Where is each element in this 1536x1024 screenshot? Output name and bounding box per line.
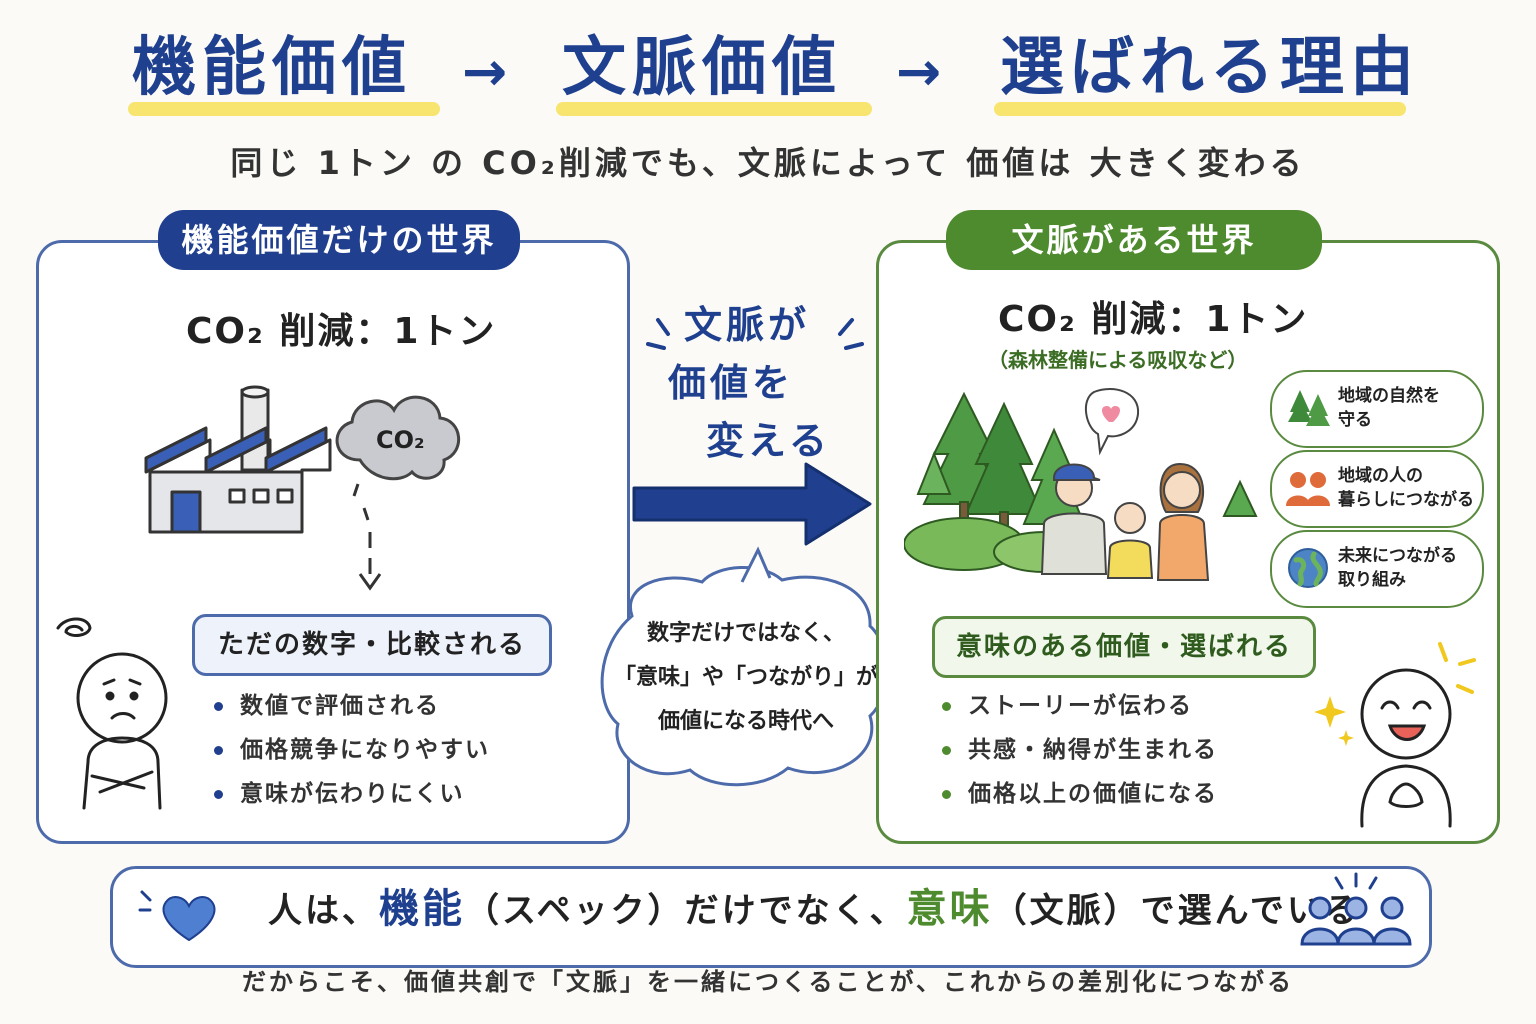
small-star-icon: [1338, 730, 1354, 746]
heart-bubble-icon: [1084, 388, 1140, 456]
center-headline-2: 価値を: [668, 361, 795, 405]
conclusion-mid2: （文脈）で選んでいる: [992, 891, 1361, 931]
bubble-line-3: 価値になる時代へ: [657, 709, 834, 734]
conclusion-pre: 人は、: [268, 891, 379, 931]
bubble-line-1: 数字だけではなく、: [646, 621, 845, 646]
dashed-arrow: [352, 483, 372, 574]
forest-note: （森林整備による吸収など）: [988, 348, 1248, 372]
group-illustration: [1300, 872, 1412, 946]
subtitle: 同じ 1トン の CO₂削減でも、文脈によって 価値は 大きく変わる: [230, 144, 1306, 182]
context-value-badge: 文脈がある世界: [946, 210, 1322, 270]
title-reason-chosen: 選ばれる理由: [1000, 31, 1420, 105]
title-highlight-2: [556, 102, 872, 116]
title-highlight-1: [128, 102, 440, 116]
family-icon: [1040, 462, 1210, 581]
conclusion-box: [110, 866, 1432, 968]
right-co2-line: CO₂ 削減：1トン: [998, 299, 1309, 340]
pill-future-action: 未来につながる 取り組み: [1270, 530, 1484, 608]
bullet-item: 価格以上の価値になる: [938, 772, 1218, 816]
co2-cloud-icon: [335, 395, 461, 481]
functional-bullets: 数値で評価される 価格競争になりやすい 意味が伝わりにくい: [210, 684, 490, 816]
title-highlight-3: [994, 102, 1406, 116]
happy-face-icon: [1360, 668, 1452, 828]
down-arrow-head: [358, 573, 382, 591]
title-arrow-2: →: [896, 40, 942, 103]
meaningful-value-label: 意味のある価値・選ばれる: [932, 616, 1316, 678]
bullet-item: 数値で評価される: [210, 684, 490, 728]
conclusion-mid1: （スペック）だけでなく、: [465, 891, 907, 931]
heart-illustration: [138, 890, 216, 942]
factory-icon: [144, 385, 332, 534]
conclusion-sub-text: だからこそ、価値共創で「文脈」を一緒につくることが、これからの差別化につながる: [227, 968, 1309, 996]
keyword-meaning: 意味: [906, 886, 993, 932]
center-headline-1: 文脈が: [684, 303, 811, 347]
forest-community-illustration: [904, 388, 1258, 581]
pill-protect-nature: 地域の自然を 守る: [1270, 370, 1484, 448]
happy-person-illustration: [1314, 642, 1476, 828]
big-arrow: [632, 462, 872, 546]
title-functional-value: 機能価値: [132, 31, 412, 105]
trees-icon: [1288, 390, 1330, 426]
right-arrow-icon: [632, 462, 872, 546]
just-numbers-label: ただの数字・比較される: [192, 614, 552, 676]
pill-text: 地域の自然を 守る: [1338, 386, 1440, 430]
bullet-item: 価格競争になりやすい: [210, 728, 490, 772]
context-bullets: ストーリーが伝わる 共感・納得が生まれる 価格以上の価値になる: [938, 684, 1218, 816]
worried-face-icon: [56, 617, 168, 810]
title-arrow-1: →: [462, 40, 508, 103]
left-co2-line: CO₂ 削減：1トン: [186, 311, 497, 352]
functional-value-panel: [36, 240, 630, 844]
people-icon: [1286, 472, 1330, 506]
globe-icon: [1288, 548, 1328, 588]
pill-text: 地域の人の 暮らしにつながる: [1338, 466, 1474, 510]
pill-text: 未来につながる 取り組み: [1338, 546, 1457, 590]
factory-illustration: CO₂: [144, 385, 461, 591]
title-context-value: 文脈価値: [562, 31, 842, 105]
keyword-function: 機能: [379, 886, 465, 932]
worried-person-illustration: [56, 617, 168, 810]
bullet-item: 意味が伝わりにくい: [210, 772, 490, 816]
bullet-item: ストーリーが伝わる: [938, 684, 1218, 728]
functional-value-badge: 機能価値だけの世界: [158, 210, 520, 270]
heart-icon: [162, 896, 216, 942]
speech-bubble: [600, 546, 888, 787]
people-group-icon: [1300, 896, 1412, 946]
conclusion-main: 人は、機能（スペック）だけでなく、意味（文脈）で選んでいる: [268, 876, 1361, 934]
sparkle-icon: [1438, 642, 1476, 694]
bubble-text: 数字だけではなく、 「意味」や「つながり」が 価値になる時代へ: [610, 612, 882, 744]
bubble-line-2: 「意味」や「つながり」が: [613, 665, 878, 690]
cloud-co2-label: CO₂: [376, 426, 425, 454]
pill-local-living: 地域の人の 暮らしにつながる: [1270, 450, 1484, 528]
star-icon: [1314, 696, 1346, 728]
conclusion-sub: だからこそ、価値共創で「文脈」を一緒につくることが、これからの差別化につながる: [0, 962, 1536, 997]
bullet-item: 共感・納得が生まれる: [938, 728, 1218, 772]
emphasis-marks: [646, 318, 864, 350]
center-headline-3: 変える: [706, 419, 831, 463]
